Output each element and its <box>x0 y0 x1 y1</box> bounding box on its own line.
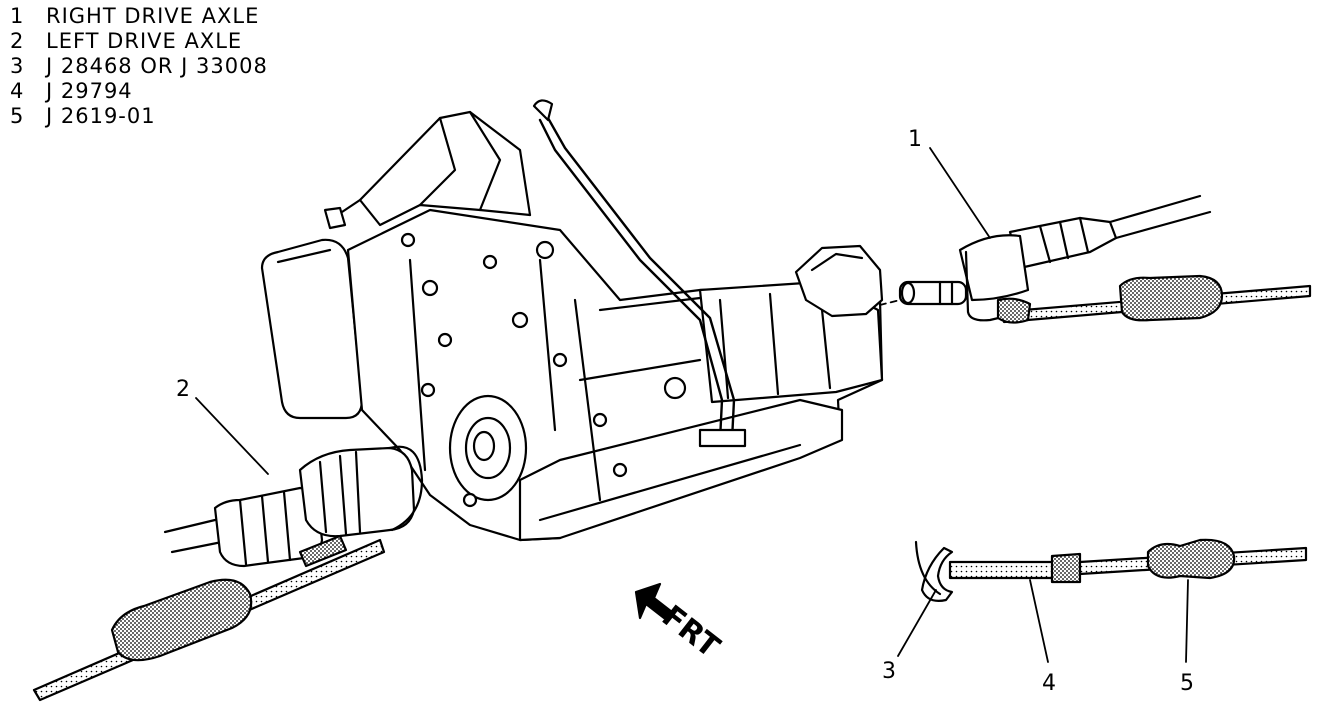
legend-item-5: 5 J 2619-01 <box>10 104 268 129</box>
legend-item-3: 3 J 28468 OR J 33008 <box>10 54 268 79</box>
legend-number: 5 <box>10 104 25 128</box>
left-drive-axle <box>163 445 424 568</box>
legend-number: 4 <box>10 79 25 103</box>
right-slide-hammer-tool <box>996 274 1312 324</box>
legend-number: 3 <box>10 54 25 78</box>
callout-5: 5 <box>1180 671 1194 696</box>
legend-item-1: 1 RIGHT DRIVE AXLE <box>10 4 268 29</box>
callout-leaders <box>195 147 1189 663</box>
front-arrow-icon <box>634 582 674 620</box>
legend-text: J 2619-01 <box>46 104 156 128</box>
callout-2: 2 <box>176 377 190 402</box>
legend-text: J 28468 OR J 33008 <box>46 54 268 78</box>
legend-number: 2 <box>10 29 25 53</box>
left-slide-hammer-tool <box>32 534 386 702</box>
legend-text: LEFT DRIVE AXLE <box>46 29 243 53</box>
legend-item-4: 4 J 29794 <box>10 79 268 104</box>
right-drive-axle <box>898 194 1212 322</box>
callout-1: 1 <box>908 127 922 152</box>
transaxle-assembly <box>260 99 884 542</box>
legend-text: RIGHT DRIVE AXLE <box>46 4 260 28</box>
parts-legend: 1 RIGHT DRIVE AXLE 2 LEFT DRIVE AXLE 3 J 28… <box>10 4 268 129</box>
axle-tool-set <box>914 538 1308 602</box>
legend-number: 1 <box>10 4 25 28</box>
callout-4: 4 <box>1042 671 1056 696</box>
legend-item-2: 2 LEFT DRIVE AXLE <box>10 29 268 54</box>
legend-text: J 29794 <box>46 79 133 103</box>
callout-3: 3 <box>882 659 896 684</box>
